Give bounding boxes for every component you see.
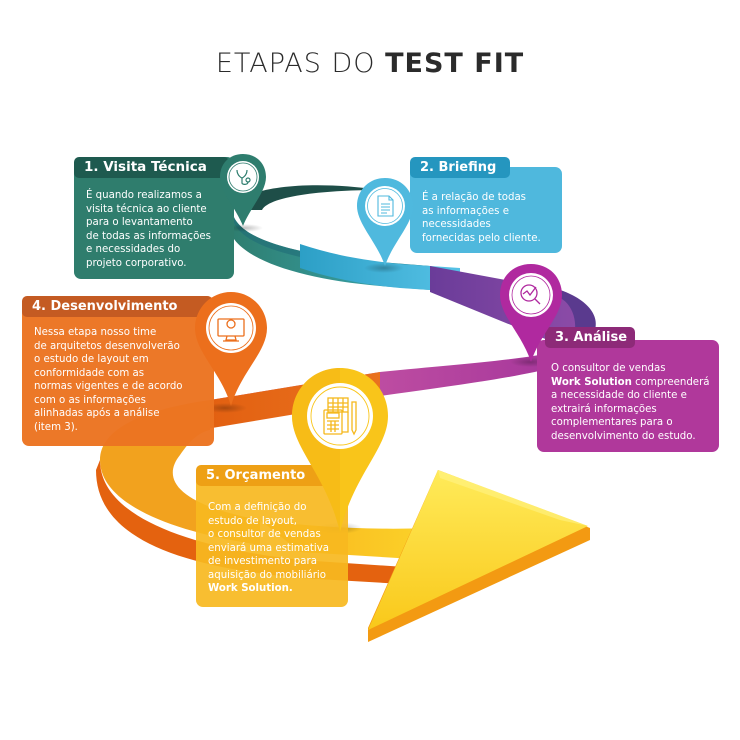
step-5-pin — [292, 368, 388, 532]
step-3-title: 3. Análise — [545, 327, 635, 348]
step-5-title: 5. Orçamento — [196, 465, 348, 486]
step-3-pin — [500, 264, 562, 362]
magnifier-chart-icon — [520, 284, 541, 305]
step-4-title: 4. Desenvolvimento — [22, 296, 212, 317]
title-bold: TEST FIT — [385, 48, 525, 79]
step-2-description: É a relação de todas as informações e ne… — [422, 192, 541, 244]
step-4-description: Nessa etapa nosso time de arquitetos des… — [34, 327, 183, 433]
step-2-title: 2. Briefing — [410, 157, 510, 178]
step-2-card: 2. Briefing É a relação de todas as info… — [410, 157, 562, 253]
step-3-description: O consultor de vendas Work Solution comp… — [551, 363, 710, 442]
document-icon — [377, 195, 394, 217]
page-title: ETAPAS DO TEST FIT — [0, 48, 740, 79]
stethoscope-icon — [236, 169, 251, 185]
step-5-description: Com a definição do estudo de layout, o c… — [208, 502, 330, 594]
calculator-budget-icon — [323, 397, 357, 436]
step-4-pin — [195, 292, 267, 406]
step-1-card: 1. Visita Técnica É quando realizamos a … — [74, 157, 234, 279]
step-2-pin — [357, 178, 413, 266]
step-5-card: 5. Orçamento Com a definição do estudo d… — [196, 465, 348, 607]
computer-gear-icon — [217, 318, 245, 342]
step-1-title: 1. Visita Técnica — [74, 157, 229, 178]
step-1-description: É quando realizamos a visita técnica ao … — [86, 190, 211, 269]
title-light: ETAPAS DO — [215, 48, 376, 79]
step-1-pin — [220, 154, 266, 226]
step-3-card: 3. Análise O consultor de vendas Work So… — [537, 327, 719, 452]
step-4-card: 4. Desenvolvimento Nessa etapa nosso tim… — [22, 296, 214, 446]
